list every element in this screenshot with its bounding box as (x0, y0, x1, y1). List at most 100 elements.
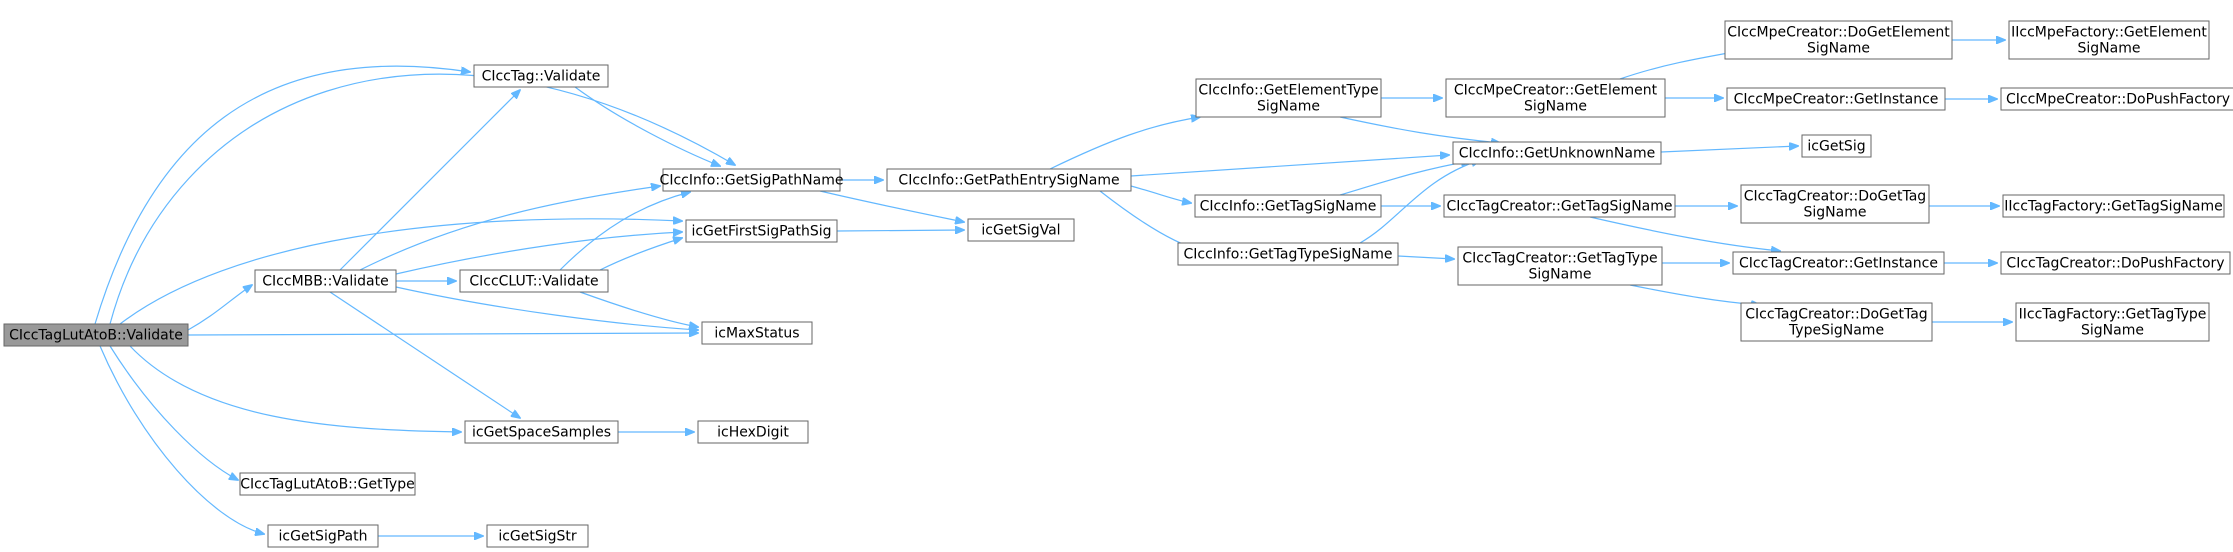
node-label: CIccInfo::GetUnknownName (1459, 146, 1655, 162)
node-label: IIccMpeFactory::GetElement (2011, 25, 2207, 41)
node-label: IIccTagFactory::GetTagSigName (2004, 199, 2223, 215)
node-label: icGetSpaceSamples (472, 425, 611, 441)
node-root[interactable]: CIccTagLutAtoB::Validate (3, 323, 189, 347)
node-gettagtypesigname[interactable]: CIccInfo::GetTagTypeSigName (1177, 242, 1399, 266)
edge-root-to-tag-validate (94, 65, 470, 325)
edge-getunknownname-to-icgetsig (1660, 146, 1798, 153)
node-getfirstsigpathsig[interactable]: icGetFirstSigPathSig (685, 219, 838, 243)
edge-mbb-validate-to-getsigpathname (359, 186, 660, 271)
node-clut-validate[interactable]: CIccCLUT::Validate (459, 269, 609, 293)
node-getsigpath[interactable]: icGetSigPath (267, 524, 379, 548)
node-box (1457, 246, 1663, 286)
node-mpe-getinstance[interactable]: CIccMpeCreator::GetInstance (1726, 87, 1946, 111)
node-box (3, 323, 189, 347)
node-label: icGetSigPath (279, 529, 368, 545)
node-label: CIccTagCreator::DoPushFactory (2006, 256, 2224, 272)
edge-gettagtypesigname-to-getunknownname (1359, 160, 1480, 244)
node-box (1452, 141, 1662, 165)
node-label: SigName (1804, 205, 1867, 221)
edge-clut-validate-to-getfirstsigpathsig (599, 238, 682, 271)
edge-root-to-getsigpath (99, 345, 264, 534)
edge-getpathentrysigname-to-gettagsigname (1130, 185, 1191, 203)
node-box (239, 472, 416, 496)
node-label: icGetSigVal (981, 223, 1060, 239)
edge-mbb-validate-to-tag-validate (339, 90, 520, 271)
node-label: CIccTagCreator::DoGetTag (1744, 189, 1926, 205)
node-box (2002, 194, 2225, 218)
edge-gettagtypesigname-to-tc-gettagtypesigname (1397, 256, 1454, 259)
node-label: CIccTagCreator::GetTagType (1462, 251, 1657, 267)
node-box (486, 524, 589, 548)
node-tag-validate[interactable]: CIccTag::Validate (473, 64, 609, 88)
node-label: CIccTagLutAtoB::Validate (9, 328, 183, 344)
node-label: icHexDigit (717, 425, 789, 441)
node-label: IIccTagFactory::GetTagType (2019, 307, 2207, 323)
edge-getpathentrysigname-to-getelementtypesigname (1049, 117, 1200, 170)
node-maxstatus[interactable]: icMaxStatus (701, 321, 813, 345)
node-box (2000, 251, 2231, 275)
edge-mbb-validate-to-getfirstsigpathsig (395, 232, 682, 275)
node-box (701, 321, 813, 345)
edge-mbb-validate-to-getspacesamples (329, 291, 520, 418)
node-label: CIccTagCreator::GetInstance (1739, 256, 1938, 272)
node-mbb-validate[interactable]: CIccMBB::Validate (254, 269, 397, 293)
edge-gettagsigname-to-getunknownname (1339, 161, 1470, 196)
node-getpathentrysigname[interactable]: CIccInfo::GetPathEntrySigName (886, 168, 1132, 192)
node-label: CIccInfo::GetPathEntrySigName (898, 173, 1119, 189)
node-box (1740, 184, 1930, 224)
node-getunknownname[interactable]: CIccInfo::GetUnknownName (1452, 141, 1662, 165)
node-box (1726, 87, 1946, 111)
node-box (464, 420, 619, 444)
node-gettype[interactable]: CIccTagLutAtoB::GetType (239, 472, 416, 496)
node-tc-gettagsigname[interactable]: CIccTagCreator::GetTagSigName (1443, 194, 1676, 218)
node-box (1195, 78, 1382, 118)
nodes-layer: CIccTagLutAtoB::Validate CIccTag::Validat… (3, 20, 2233, 548)
node-label: icMaxStatus (714, 326, 799, 342)
node-hexdigit[interactable]: icHexDigit (697, 420, 809, 444)
node-tc-gettagtypesigname[interactable]: CIccTagCreator::GetTagTypeSigName (1457, 246, 1663, 286)
node-label: TypeSigName (1788, 323, 1884, 339)
node-getsigval[interactable]: icGetSigVal (967, 218, 1075, 242)
node-tagfactory-gettagtypesigname[interactable]: IIccTagFactory::GetTagTypeSigName (2015, 302, 2210, 342)
node-box (697, 420, 809, 444)
node-box (1194, 194, 1382, 218)
node-tagfactory-gettagsigname[interactable]: IIccTagFactory::GetTagSigName (2002, 194, 2225, 218)
node-label: CIccInfo::GetTagSigName (1200, 199, 1377, 215)
node-box (2008, 20, 2210, 60)
edge-getsigpathname-to-getsigval (819, 190, 964, 222)
node-label: CIccTagCreator::DoGetTag (1745, 307, 1927, 323)
edge-root-to-getsigpathname (109, 73, 735, 325)
edge-tc-gettagsigname-to-tc-getinstance (1589, 216, 1780, 251)
edge-root-to-mbb-validate (187, 285, 252, 331)
node-label: SigName (2081, 323, 2144, 339)
node-label: SigName (1257, 99, 1320, 115)
node-box (662, 168, 841, 192)
node-tc-getinstance[interactable]: CIccTagCreator::GetInstance (1732, 251, 1945, 275)
node-box (267, 524, 379, 548)
node-label: CIccMpeCreator::GetInstance (1734, 92, 1939, 108)
node-box (1443, 194, 1676, 218)
node-getsigpathname[interactable]: CIccInfo::GetSigPathName (660, 168, 844, 192)
node-tc-dopushfactory[interactable]: CIccTagCreator::DoPushFactory (2000, 251, 2231, 275)
node-label: CIccInfo::GetTagTypeSigName (1183, 247, 1392, 263)
node-box (254, 269, 397, 293)
edge-root-to-gettype (109, 345, 238, 480)
node-getsigstr[interactable]: icGetSigStr (486, 524, 589, 548)
edge-getpathentrysigname-to-getunknownname (1130, 155, 1449, 177)
node-mpe-dopushfactory[interactable]: CIccMpeCreator::DoPushFactory (2000, 87, 2233, 111)
node-icgetsig[interactable]: icGetSig (1801, 134, 1872, 158)
node-getspacesamples[interactable]: icGetSpaceSamples (464, 420, 619, 444)
node-label: CIccTagCreator::GetTagSigName (1446, 199, 1672, 215)
node-box (1740, 302, 1933, 342)
node-box (459, 269, 609, 293)
node-label: CIccMpeCreator::DoPushFactory (2006, 92, 2230, 108)
node-gettagsigname[interactable]: CIccInfo::GetTagSigName (1194, 194, 1382, 218)
edge-getfirstsigpathsig-to-getsigval (836, 230, 964, 231)
